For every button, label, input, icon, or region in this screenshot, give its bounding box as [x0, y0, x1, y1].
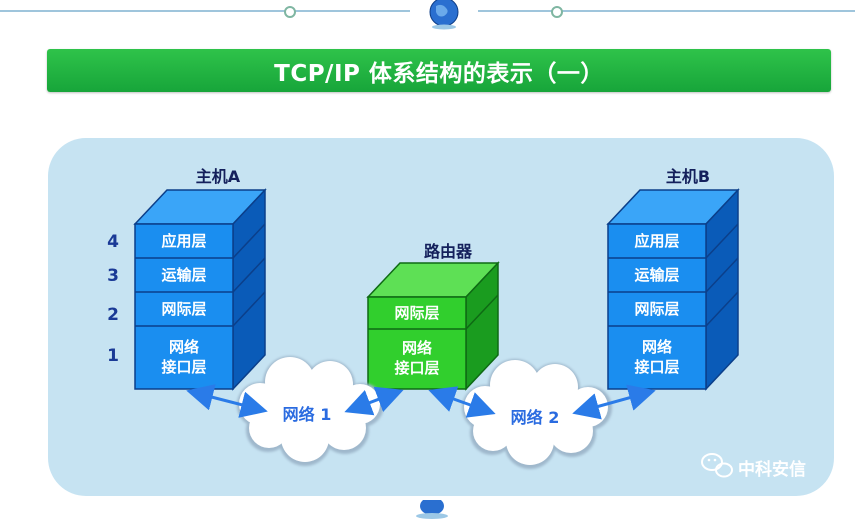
wechat-icon	[701, 453, 733, 478]
host-b-label: 主机B	[665, 167, 711, 186]
rule-knot-right	[551, 6, 563, 18]
rule-knot-left	[284, 6, 296, 18]
host-a-layer-internet: 网际层	[161, 300, 207, 318]
host-b-layer-network-interface: 网络 接口层	[634, 338, 680, 376]
title-bar: TCP/IP 体系结构的表示（一）	[47, 49, 831, 92]
arrow-network-1-router	[344, 386, 404, 416]
host-b-layer-internet: 网际层	[634, 300, 680, 318]
arrow-router-network-2	[428, 386, 496, 418]
top-rule-left	[0, 10, 410, 12]
host-a-stack	[133, 188, 267, 391]
router-stack	[366, 261, 500, 391]
arrow-network-2-host-b	[572, 384, 656, 420]
network-1-label: 网络 1	[282, 405, 332, 424]
layer-number-2: 2	[107, 305, 119, 325]
host-b-layer-application: 应用层	[634, 232, 680, 250]
layer-number-1: 1	[107, 346, 119, 366]
router-layer-internet: 网际层	[394, 304, 440, 322]
host-a-layer-transport: 运输层	[161, 266, 207, 284]
globe-icon-bottom	[416, 500, 448, 519]
router-label: 路由器	[423, 242, 472, 261]
host-b-layer-transport: 运输层	[634, 266, 680, 284]
host-a-label: 主机A	[195, 167, 241, 186]
router-layer-network-interface: 网络 接口层	[394, 339, 440, 377]
top-rule-right	[478, 10, 855, 12]
page-title: TCP/IP 体系结构的表示（一）	[274, 60, 604, 87]
host-a-layer-network-interface: 网络 接口层	[161, 338, 207, 376]
watermark-text: 中科安信	[738, 460, 806, 480]
globe-icon	[429, 0, 459, 30]
layer-number-3: 3	[107, 266, 119, 286]
host-a-layer-application: 应用层	[161, 232, 207, 250]
arrow-host-a-network-1	[186, 384, 268, 418]
network-2-label: 网络 2	[510, 408, 560, 427]
layer-number-4: 4	[107, 232, 119, 252]
host-b-stack	[606, 188, 740, 391]
